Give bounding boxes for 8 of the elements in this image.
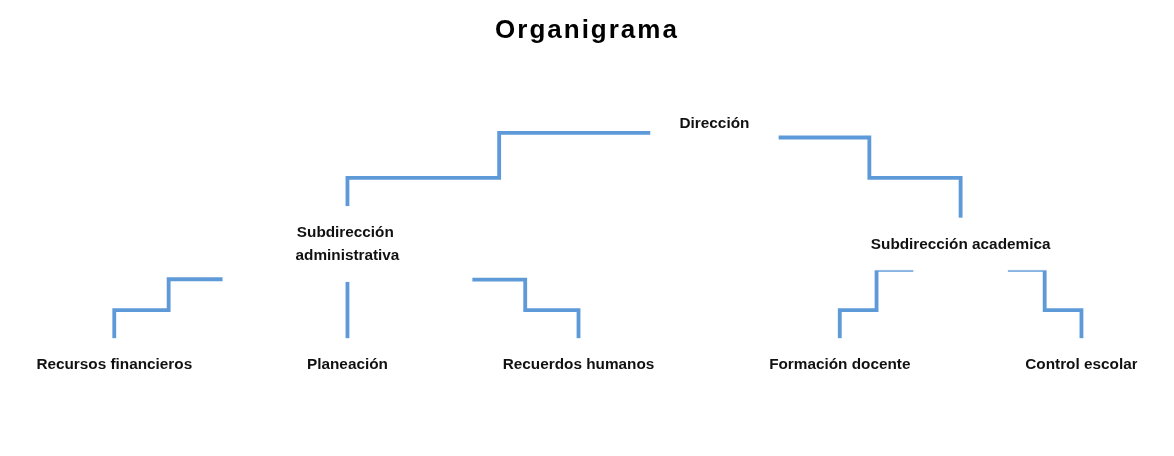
node-text: Formación docente (769, 356, 911, 373)
node-text: Subdirección administrativa (295, 223, 400, 264)
node-text: Recursos financieros (36, 356, 193, 373)
node-text: Planeación (307, 356, 388, 373)
node-text: Control escolar (1025, 356, 1138, 373)
node-text: Recuerdos humanos (502, 356, 655, 373)
diagram-title: Organigrama (494, 14, 680, 45)
node-text: Dirección (679, 114, 750, 132)
